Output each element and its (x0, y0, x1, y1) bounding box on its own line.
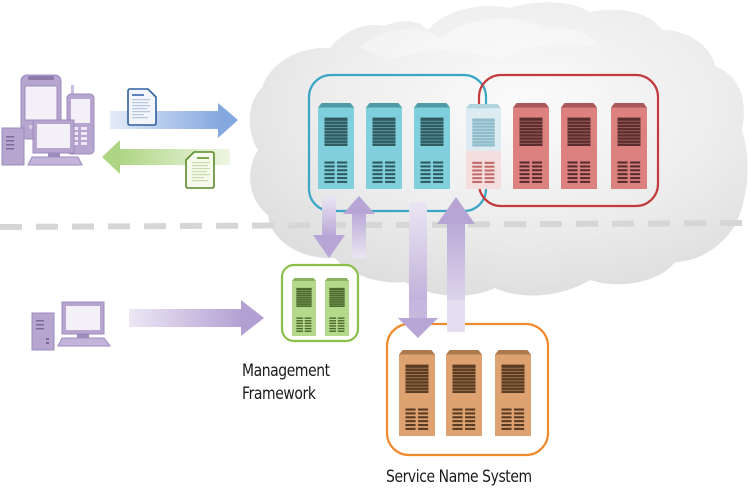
server-icon (513, 103, 549, 189)
arrow-management-to-cloud (343, 196, 375, 258)
server-icon (366, 103, 402, 189)
desktop-computer-icon (31, 301, 111, 351)
server-icon (325, 278, 349, 336)
arrow-admin-to-management (129, 300, 264, 336)
server-icon (414, 103, 450, 189)
red-cluster-servers (513, 103, 647, 189)
server-icon (561, 103, 597, 189)
blue-cluster-servers (318, 103, 450, 189)
migrating-server-icon (466, 104, 501, 189)
server-icon (399, 350, 435, 436)
service-name-system-label: Service Name System (386, 467, 532, 487)
server-icon (318, 103, 354, 189)
arrow-overlay (398, 300, 465, 338)
server-icon (611, 103, 647, 189)
management-framework-label: Management Framework (242, 360, 330, 406)
response-document-icon (185, 151, 215, 189)
server-icon (446, 350, 482, 436)
server-icon (466, 104, 501, 189)
arrow-cloud-to-management (313, 196, 345, 258)
service-name-system-servers (399, 350, 531, 436)
management-label-line2: Framework (242, 384, 316, 404)
management-label-line1: Management (242, 361, 330, 381)
request-document-icon (127, 88, 157, 126)
server-icon (292, 278, 316, 336)
client-devices-icon (1, 74, 95, 166)
server-icon (495, 350, 531, 436)
network-boundary-divider (0, 220, 750, 230)
management-framework-servers (292, 278, 349, 336)
